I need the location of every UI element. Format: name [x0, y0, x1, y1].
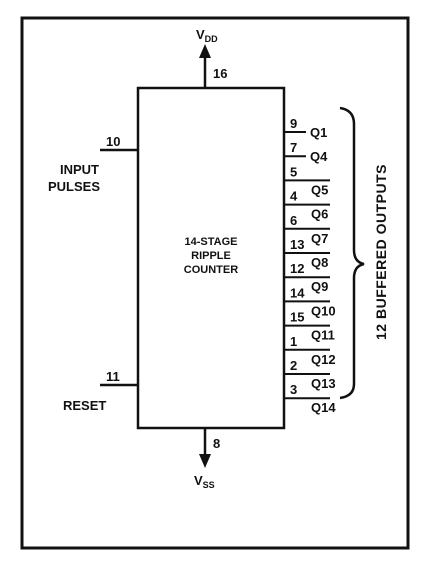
output-pin-number: 12: [290, 261, 304, 276]
reset-pin-number: 11: [106, 369, 120, 384]
vss-arrow-icon: [199, 454, 211, 468]
reset-label: RESET: [63, 398, 106, 413]
vdd-arrow-icon: [199, 44, 211, 58]
output-name-label: Q9: [311, 279, 328, 294]
vss-pin-number: 8: [213, 436, 220, 451]
input-pin-number: 10: [106, 134, 120, 149]
buffered-outputs-label: 12 BUFFERED OUTPUTS: [373, 164, 389, 340]
output-name-label: Q1: [310, 125, 327, 140]
input-label-1: INPUT: [60, 162, 99, 177]
output-pin-number: 1: [290, 334, 297, 349]
output-pin-number: 14: [290, 285, 305, 300]
chip-label-line3: COUNTER: [184, 264, 238, 276]
output-name-label: Q12: [311, 352, 336, 367]
chip-label-line2: RIPPLE: [191, 250, 231, 262]
output-pin-number: 9: [290, 116, 297, 131]
output-name-label: Q7: [311, 231, 328, 246]
input-label-2: PULSES: [48, 179, 100, 194]
outer-frame: [20, 16, 410, 550]
chip-label-line1: 14-STAGE: [185, 236, 238, 248]
output-pin-number: 4: [290, 189, 298, 204]
output-name-label: Q14: [311, 400, 336, 415]
vss-label: VSS: [194, 473, 215, 490]
output-name-label: Q8: [311, 255, 328, 270]
output-pin-number: 5: [290, 164, 297, 179]
output-name-label: Q6: [311, 207, 328, 222]
output-name-label: Q13: [311, 376, 336, 391]
output-pin-number: 7: [290, 140, 297, 155]
output-pin-number: 3: [290, 382, 297, 397]
output-name-label: Q11: [311, 328, 335, 343]
output-name-label: Q4: [310, 149, 328, 164]
vdd-pin-number: 16: [213, 66, 227, 81]
output-pin-number: 15: [290, 310, 304, 325]
output-brace: [339, 106, 365, 400]
output-pin-number: 6: [290, 213, 297, 228]
output-pin-number: 13: [290, 237, 304, 252]
output-name-label: Q5: [311, 182, 328, 197]
vdd-label: VDD: [196, 27, 218, 44]
output-name-label: Q10: [311, 303, 336, 318]
chip-body: [136, 86, 286, 430]
output-pin-number: 2: [290, 358, 297, 373]
